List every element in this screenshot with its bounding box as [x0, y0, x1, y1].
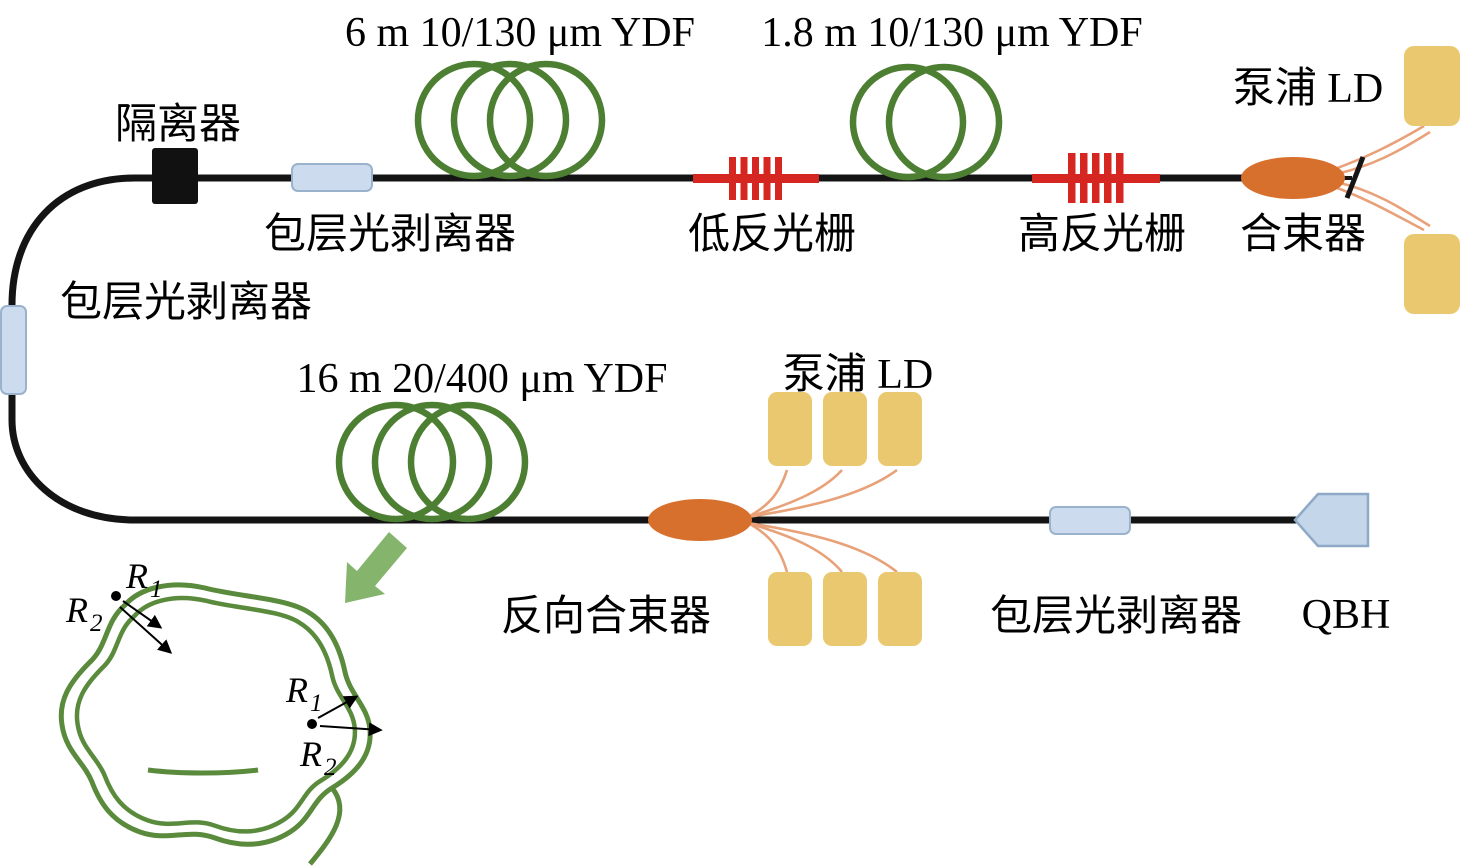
- ydf-coil-16m: [335, 401, 529, 523]
- label-r1-inner: R: [285, 670, 308, 710]
- label-r1-outer-sub: 1: [150, 576, 163, 603]
- pump-ld-top-group: [1404, 46, 1460, 314]
- backward-pump-fibers: [747, 468, 898, 574]
- backward-combiner-body: [648, 499, 752, 541]
- label-high-grating: 高反光栅: [1018, 212, 1186, 258]
- ydf-coil-1-8m: [849, 63, 1003, 181]
- cladding-light-stripper-top: [291, 163, 373, 192]
- label-stripper-bottom: 包层光剥离器: [990, 593, 1242, 640]
- label-stripper-top: 包层光剥离器: [264, 211, 516, 258]
- zoom-arrow: [345, 532, 407, 603]
- pump-ld-bottom-group: [768, 392, 922, 646]
- label-ydf-16m: 16 m 20/400 μm YDF: [297, 356, 668, 402]
- label-r2-outer: R: [65, 590, 88, 630]
- angled-fiber-end: [1344, 156, 1366, 199]
- coil-outer-loop: [58, 582, 373, 847]
- forward-combiner-body: [1241, 157, 1345, 199]
- coiled-fiber-sketch: [58, 582, 373, 866]
- radius-dot-outer: [111, 591, 121, 601]
- label-stripper-left: 包层光剥离器: [60, 279, 312, 326]
- radius-arrow-r2-outer: [119, 606, 173, 654]
- low-reflectivity-grating: [693, 157, 819, 200]
- radius-arrow-r1-inner: [317, 695, 359, 719]
- coil-inner-loop: [74, 595, 358, 834]
- coil-fiber-tail: [308, 786, 343, 866]
- label-pump-ld-top: 泵浦 LD: [1233, 66, 1384, 112]
- label-r2-outer-sub: 2: [90, 610, 103, 637]
- radius-arrow-r2-inner: [319, 722, 383, 737]
- label-combiner: 合束器: [1240, 212, 1366, 258]
- radius-dot-inner: [307, 719, 317, 729]
- label-r1-inner-sub: 1: [310, 690, 323, 717]
- cladding-light-stripper-left: [0, 305, 27, 395]
- label-isolator: 隔离器: [115, 101, 241, 148]
- label-r1-outer: R: [125, 556, 148, 596]
- qbh-connector: [1293, 492, 1370, 548]
- label-ydf-1-8m: 1.8 m 10/130 μm YDF: [761, 10, 1143, 56]
- label-backward-combiner: 反向合束器: [501, 594, 711, 640]
- label-ydf-6m: 6 m 10/130 μm YDF: [345, 10, 695, 56]
- high-reflectivity-grating: [1032, 153, 1160, 203]
- label-r2-inner: R: [299, 734, 322, 774]
- isolator-block: [152, 148, 198, 204]
- radius-arrow-r1-outer: [122, 600, 163, 629]
- cladding-light-stripper-bottom: [1049, 506, 1131, 535]
- label-r2-inner-sub: 2: [324, 754, 337, 781]
- label-low-grating: 低反光栅: [688, 212, 856, 258]
- label-qbh: QBH: [1302, 592, 1391, 638]
- radius-annotations: [111, 591, 383, 737]
- ydf-coil-6m: [414, 60, 606, 180]
- label-pump-ld-bottom: 泵浦 LD: [783, 352, 934, 398]
- coil-fiber-end: [147, 767, 259, 776]
